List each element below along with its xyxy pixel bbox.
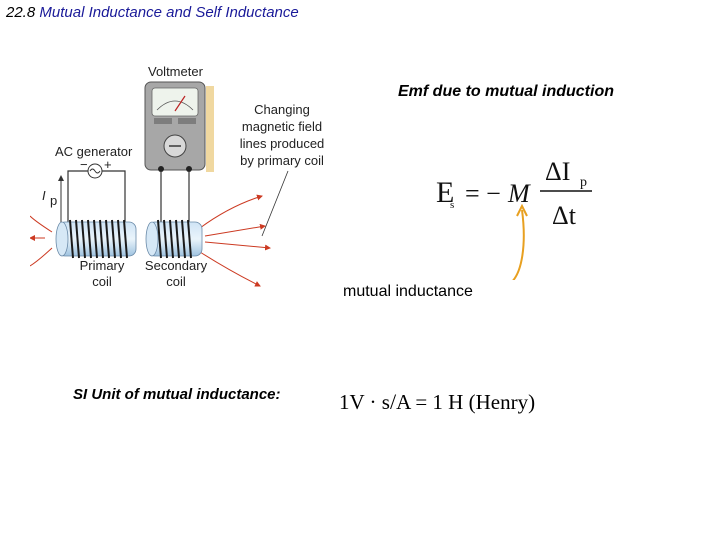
denominator-delta-t: Δt — [552, 201, 577, 230]
pointer-arrow — [511, 209, 525, 280]
field-caption: Changing magnetic field lines produced b… — [240, 102, 325, 237]
si-unit-formula: 1V · s/A = 1 H (Henry) — [339, 389, 535, 415]
numerator-subscript: p — [580, 175, 587, 190]
si-formula-right: A = 1 H (Henry) — [396, 390, 536, 414]
ac-generator: AC generator − + — [55, 144, 133, 179]
section-number: 22.8 — [6, 4, 36, 21]
si-unit-label: SI Unit of mutual inductance: — [73, 386, 281, 403]
ac-generator-label: AC generator — [55, 144, 133, 159]
emf-subscript: s — [450, 199, 454, 211]
emf-heading: Emf due to mutual induction — [398, 83, 614, 100]
caption-pointer — [261, 170, 289, 237]
voltmeter: Voltmeter — [144, 64, 214, 172]
caption-line-1: Changing — [254, 102, 310, 117]
coefficient-m: M — [507, 179, 531, 208]
section-title: Mutual Inductance and Self Inductance — [39, 4, 299, 21]
mutual-induction-diagram: Voltmeter AC generator − + I p — [30, 64, 325, 289]
current-subscript: p — [50, 193, 57, 208]
minus-sign: − — [80, 157, 88, 172]
si-formula-left: 1V · s — [339, 390, 390, 414]
pointer-arrowhead — [516, 203, 528, 217]
caption-line-4: by primary coil — [240, 153, 324, 168]
voltmeter-label: Voltmeter — [148, 64, 204, 79]
secondary-coil-label-line2: coil — [166, 274, 186, 289]
emf-formula: E s = − M ΔI p Δt — [436, 157, 592, 280]
secondary-coil-label-line1: Secondary — [145, 258, 208, 273]
current-symbol: I — [42, 188, 46, 203]
equals-minus: = − — [465, 179, 501, 208]
magnetic-field-lines — [30, 194, 271, 287]
si-formula-slash: / — [389, 389, 397, 414]
secondary-coil: Secondary coil — [145, 219, 208, 289]
primary-coil-label-line1: Primary — [80, 258, 125, 273]
plus-sign: + — [104, 157, 112, 172]
mutual-inductance-label: mutual inductance — [343, 283, 473, 300]
numerator-delta-i: ΔI — [545, 157, 570, 186]
primary-coil: Primary coil — [55, 219, 137, 289]
primary-coil-label-line2: coil — [92, 274, 112, 289]
caption-line-2: magnetic field — [242, 119, 322, 134]
emf-symbol: E — [436, 176, 454, 209]
page-title: 22.8 Mutual Inductance and Self Inductan… — [6, 4, 299, 21]
caption-line-3: lines produced — [240, 136, 325, 151]
